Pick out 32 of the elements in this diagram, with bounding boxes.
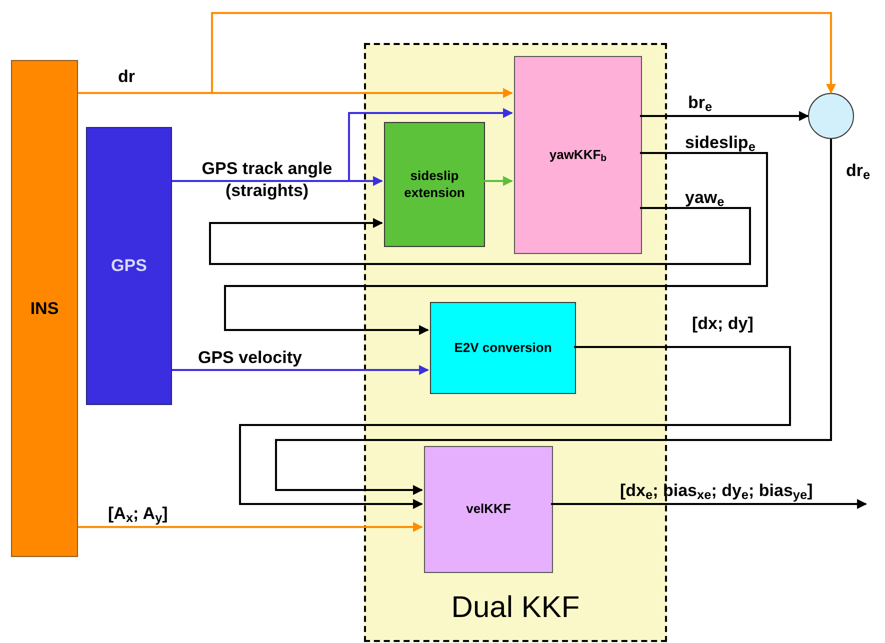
arrow: [172, 108, 513, 182]
arrow: [224, 152, 768, 335]
arrow: [209, 207, 751, 265]
edge-label: dr: [118, 66, 135, 88]
arrow: [483, 176, 513, 186]
node-label: sideslip extension: [403, 168, 466, 201]
node-label: yawKKF$_{b}$: [549, 146, 607, 164]
process-box: [514, 56, 642, 254]
process-box: [384, 122, 485, 247]
node-label: E2V conversion: [454, 340, 552, 356]
arrow: [551, 499, 867, 509]
node-label: GPS: [111, 255, 147, 277]
process-box: [424, 446, 553, 573]
arrow: [78, 522, 423, 532]
edge-label: yaw$_{e}$: [685, 187, 724, 209]
arrow: [275, 139, 832, 495]
edge-label: [dx; dy]: [692, 313, 754, 335]
edge-label: dr$_{e}$: [846, 160, 870, 182]
arrow: [172, 365, 429, 375]
edge-label: br$_{e}$: [688, 92, 712, 114]
edge-label: GPS velocity: [198, 347, 302, 369]
node-label: INS: [30, 298, 59, 320]
edge-label: sideslip$_{e}$: [685, 132, 756, 154]
gps-block: [86, 127, 172, 405]
process-box: [430, 302, 576, 394]
arrow: [239, 346, 791, 509]
node-label: Dual KKF: [451, 590, 580, 626]
ins-block: [11, 60, 78, 557]
arrow: [640, 111, 809, 121]
node-label: velKKF: [466, 501, 511, 518]
edge-label: [A$_{x}$; A$_{y}$]: [108, 503, 168, 525]
edge-label: GPS track angle (straights): [200, 158, 334, 202]
